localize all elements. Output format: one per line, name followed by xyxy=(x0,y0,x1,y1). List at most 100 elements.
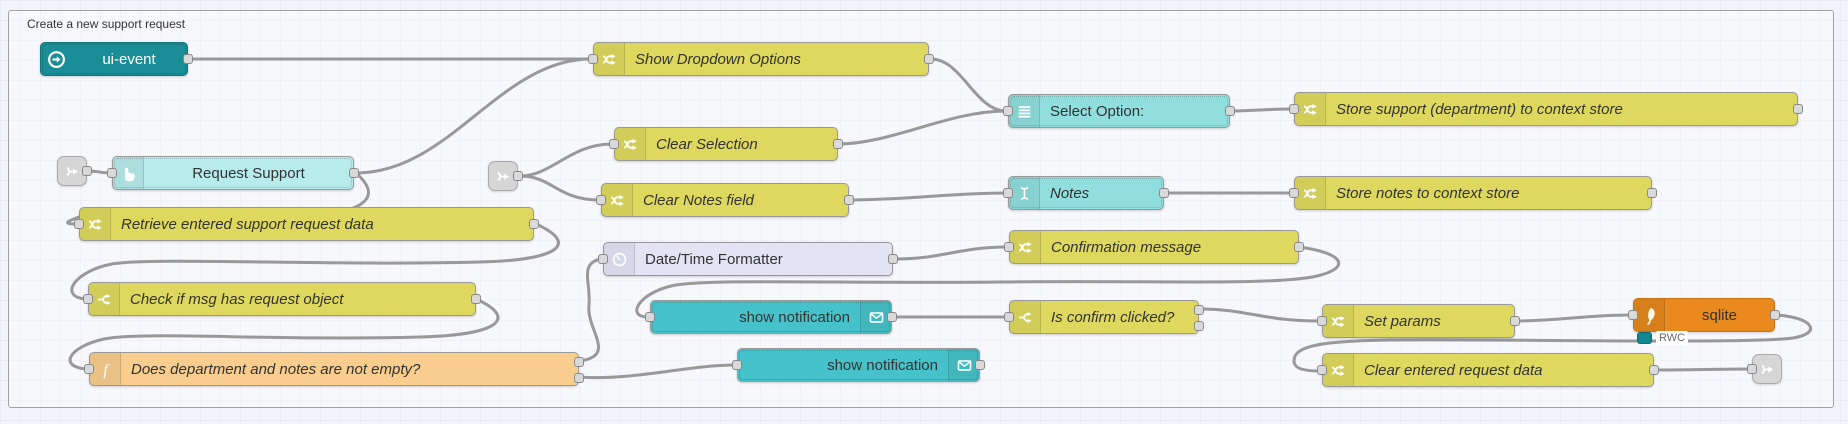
port-out[interactable] xyxy=(844,195,854,205)
port-in[interactable] xyxy=(596,195,606,205)
shuffle-icon xyxy=(1295,93,1326,125)
port-in[interactable] xyxy=(1289,188,1299,198)
wire-retrieve-to-check[interactable] xyxy=(70,222,560,301)
node-check-request-object[interactable]: Check if msg has request object xyxy=(83,282,481,316)
wire-function-to-datetime[interactable] xyxy=(577,257,603,363)
port-out[interactable] xyxy=(833,139,843,149)
port-in[interactable] xyxy=(645,312,655,322)
node-function-dept-notes-not-empty[interactable]: Does department and notes are not empty? xyxy=(84,352,584,386)
port-in[interactable] xyxy=(83,294,93,304)
port-in[interactable] xyxy=(1289,104,1299,114)
clock-icon xyxy=(604,243,635,275)
wire-datetime-to-confirmation[interactable] xyxy=(893,245,1009,261)
node-store-support-context[interactable]: Store support (department) to context st… xyxy=(1289,92,1803,126)
port-out[interactable] xyxy=(1510,316,1520,326)
port-out[interactable] xyxy=(349,168,359,178)
text-cursor-icon xyxy=(1009,177,1040,209)
wire-clear-entered-to-link-out[interactable] xyxy=(1652,367,1752,372)
node-label: Retrieve entered support request data xyxy=(121,215,374,233)
port-out[interactable] xyxy=(1159,188,1169,198)
wire-clear-selection-to-select-option[interactable] xyxy=(836,109,1008,146)
node-label: show notification xyxy=(827,356,938,374)
node-sqlite[interactable]: sqlite xyxy=(1628,298,1780,332)
node-show-dropdown-options[interactable]: Show Dropdown Options xyxy=(588,42,934,76)
port-in[interactable] xyxy=(732,360,742,370)
wire-link-in-b-to-clear-notes[interactable] xyxy=(518,174,601,202)
port-in[interactable] xyxy=(1317,316,1327,326)
port-in[interactable] xyxy=(107,168,117,178)
port-in[interactable] xyxy=(1003,188,1013,198)
port-out[interactable] xyxy=(975,360,985,370)
shuffle-icon xyxy=(602,184,633,216)
wire-sqlite-to-clear-entered[interactable] xyxy=(1292,313,1813,373)
group-title: Create a new support request xyxy=(27,17,186,31)
wire-link-in-b-to-clear-selection[interactable] xyxy=(518,142,614,178)
port-out[interactable] xyxy=(887,312,897,322)
wire-is-confirm-to-set-params[interactable] xyxy=(1197,307,1322,323)
port-out[interactable] xyxy=(183,54,193,64)
wire-select-option-to-store-support[interactable] xyxy=(1228,107,1294,113)
port-out[interactable] xyxy=(1647,188,1657,198)
port-out[interactable] xyxy=(513,171,523,181)
node-notes-text-input[interactable]: Notes xyxy=(1003,176,1169,210)
node-request-support-button[interactable]: Request Support xyxy=(107,156,359,190)
port-in[interactable] xyxy=(84,364,94,374)
node-store-notes-context[interactable]: Store notes to context store xyxy=(1289,176,1657,210)
wire-request-support-to-show-dropdown[interactable] xyxy=(354,57,593,175)
node-clear-selection[interactable]: Clear Selection xyxy=(609,127,843,161)
node-confirmation-message[interactable]: Confirmation message xyxy=(1004,230,1304,264)
node-label: Select Option: xyxy=(1050,102,1145,120)
port-out[interactable] xyxy=(82,166,92,176)
feather-icon xyxy=(1634,299,1665,331)
node-datetime-formatter[interactable]: Date/Time Formatter xyxy=(598,242,898,276)
node-link-in-b[interactable] xyxy=(488,161,523,191)
wire-set-params-to-sqlite[interactable] xyxy=(1513,313,1633,323)
port-in[interactable] xyxy=(598,254,608,264)
port-out[interactable] xyxy=(888,254,898,264)
wire-clear-notes-to-notes[interactable] xyxy=(847,191,1008,202)
port-out[interactable] xyxy=(924,54,934,64)
port-out[interactable] xyxy=(1770,310,1780,320)
node-is-confirm-clicked[interactable]: Is confirm clicked? xyxy=(1004,300,1204,334)
port-out[interactable] xyxy=(1225,106,1235,116)
port-in[interactable] xyxy=(1628,310,1638,320)
node-show-notification-2[interactable]: show notification xyxy=(732,348,985,382)
port-in[interactable] xyxy=(1004,312,1014,322)
shuffle-icon xyxy=(1295,177,1326,209)
port-out[interactable] xyxy=(1294,242,1304,252)
shuffle-icon xyxy=(1323,305,1354,337)
port-in[interactable] xyxy=(74,219,84,229)
wire-check-to-function[interactable] xyxy=(68,297,500,371)
port-out[interactable] xyxy=(1793,104,1803,114)
port-out-2[interactable] xyxy=(1194,321,1204,331)
node-show-notification-1[interactable]: show notification xyxy=(645,300,897,334)
node-clear-notes-field[interactable]: Clear Notes field xyxy=(596,183,854,217)
port-out[interactable] xyxy=(1649,365,1659,375)
port-out[interactable] xyxy=(529,219,539,229)
port-in[interactable] xyxy=(609,139,619,149)
node-label: show notification xyxy=(739,308,850,326)
node-link-out[interactable] xyxy=(1747,354,1782,384)
port-out-1[interactable] xyxy=(1194,305,1204,315)
node-select-option-dropdown[interactable]: Select Option: xyxy=(1003,94,1235,128)
port-in[interactable] xyxy=(1747,364,1757,374)
node-ui-event[interactable]: ui-event xyxy=(40,42,193,76)
port-in[interactable] xyxy=(588,54,598,64)
port-out[interactable] xyxy=(471,294,481,304)
port-in[interactable] xyxy=(1317,365,1327,375)
port-in[interactable] xyxy=(1003,106,1013,116)
port-out-1[interactable] xyxy=(574,357,584,367)
node-label: Store support (department) to context st… xyxy=(1336,100,1623,118)
node-retrieve-request-data[interactable]: Retrieve entered support request data xyxy=(74,207,539,241)
node-link-in-a[interactable] xyxy=(57,156,92,186)
wire-show-dropdown-to-select-option[interactable] xyxy=(929,57,1008,113)
wire-function-to-show-notification-2[interactable] xyxy=(577,363,737,380)
envelope-icon xyxy=(860,301,891,333)
port-out-2[interactable] xyxy=(574,373,584,383)
node-label: Date/Time Formatter xyxy=(645,250,783,268)
port-in[interactable] xyxy=(1004,242,1014,252)
node-clear-entered-request-data[interactable]: Clear entered request data xyxy=(1317,353,1659,387)
node-set-params[interactable]: Set params xyxy=(1317,304,1520,338)
wire-confirmation-to-show-notification-1[interactable] xyxy=(635,245,1341,319)
